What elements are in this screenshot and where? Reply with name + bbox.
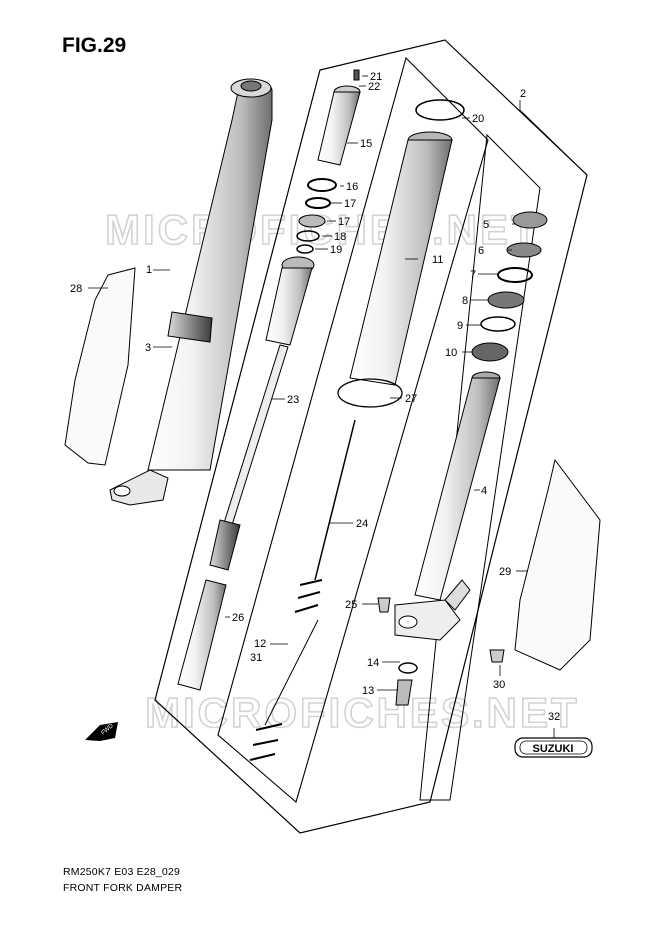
- callout-18: 18: [334, 231, 346, 243]
- callout-21: 21: [370, 71, 382, 83]
- callout-3: 3: [145, 342, 151, 354]
- callout-20: 20: [472, 113, 484, 125]
- callout-8: 8: [462, 295, 468, 307]
- figure-code: RM250K7 E03 E28_029: [63, 866, 181, 878]
- forward-arrow: FWD: [85, 722, 118, 741]
- callout-32: 32: [548, 711, 560, 723]
- callout-29: 29: [499, 566, 511, 578]
- callout-25: 25: [345, 599, 357, 611]
- callout-12: 12: [254, 638, 266, 650]
- callout-31: 31: [250, 652, 262, 664]
- callout-30: 30: [493, 679, 505, 691]
- bolt-25: [377, 597, 391, 613]
- outer-tube-left: [109, 78, 273, 506]
- callout-10: 10: [445, 347, 457, 359]
- callout-9: 9: [457, 320, 463, 332]
- callout-17b: 17: [338, 216, 350, 228]
- callout-28: 28: [70, 283, 82, 295]
- rebound-rod: [314, 419, 356, 581]
- o-ring-top: [415, 99, 465, 121]
- emblem-text: SUZUKI: [533, 743, 574, 755]
- watermark-bottom: MICROFICHES.NET: [145, 689, 580, 736]
- callout-17a: 17: [344, 198, 356, 210]
- assembly-frame-inner: [217, 56, 489, 803]
- callout-11: 11: [432, 254, 443, 266]
- fork-guard-right: [514, 458, 601, 671]
- inner-tube: [337, 131, 453, 408]
- callout-15: 15: [360, 138, 372, 150]
- callout-19: 19: [330, 244, 342, 256]
- callout-13: 13: [362, 685, 374, 697]
- washer-14: [398, 662, 418, 674]
- bolt-13: [395, 679, 413, 706]
- damper-rod: [209, 256, 315, 571]
- cartridge-top-parts: [296, 69, 361, 254]
- assembly-frame-right: [419, 133, 541, 801]
- callout-26: 26: [232, 612, 244, 624]
- callout-4: 4: [481, 485, 487, 497]
- callout-2: 2: [520, 88, 526, 100]
- leader-lines: [88, 75, 588, 738]
- callout-7: 7: [470, 269, 476, 281]
- callouts: 1 2 3 4 5 6 7 8 9 10 11 12 13 14 15 16 1…: [70, 71, 560, 723]
- bushing-stack: [471, 211, 548, 362]
- callout-1: 1: [146, 264, 152, 276]
- callout-5: 5: [483, 219, 489, 231]
- watermark-top: MICROFICHES.NET: [105, 206, 540, 253]
- lower-tube: [394, 371, 501, 641]
- fork-spring: [249, 579, 323, 761]
- callout-14: 14: [367, 657, 379, 669]
- fork-guard-left: [64, 267, 136, 466]
- callout-22: 22: [368, 81, 380, 93]
- figure-name: FRONT FORK DAMPER: [63, 882, 183, 894]
- callout-24: 24: [356, 518, 368, 530]
- callout-27: 27: [405, 393, 417, 405]
- figure-title: FIG.29: [62, 34, 127, 57]
- callout-6: 6: [478, 245, 484, 257]
- callout-23: 23: [287, 394, 299, 406]
- bolt-30: [489, 649, 505, 663]
- callout-16: 16: [346, 181, 358, 193]
- suzuki-emblem: SUZUKI: [514, 737, 593, 758]
- spring-guide: [177, 579, 227, 691]
